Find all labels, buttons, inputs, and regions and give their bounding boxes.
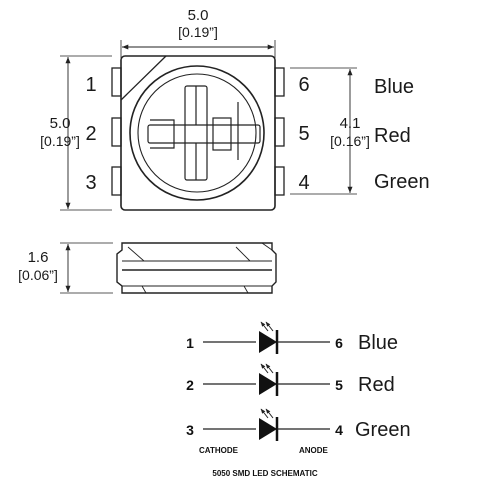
schematic-right-pin-6: 6 — [335, 335, 343, 351]
pad-2 — [111, 117, 122, 147]
lead-frame — [147, 85, 261, 181]
top-width-value: 5.0 — [188, 7, 209, 24]
schematic-color-blue: Blue — [358, 332, 398, 354]
schematic-left-pin-3: 3 — [186, 422, 194, 438]
top-width-inches: [0.19”] — [178, 24, 218, 40]
led-diode-symbol — [259, 331, 277, 353]
pin1-chamfer — [120, 55, 167, 101]
side-body — [116, 242, 277, 294]
left-height-value: 5.0 — [50, 115, 71, 132]
schematic-right-pin-4: 4 — [335, 422, 343, 438]
right-height-inches: [0.16”] — [330, 133, 370, 149]
pin-label-3: 3 — [85, 172, 96, 194]
schematic-left-pin-2: 2 — [186, 377, 194, 393]
pad-1 — [111, 67, 122, 97]
left-height-inches: [0.19”] — [40, 133, 80, 149]
pin-label-6: 6 — [298, 74, 309, 96]
light-emission-arrow — [265, 363, 274, 374]
right-height-value: 4.1 — [340, 115, 361, 132]
side-view — [60, 242, 277, 294]
light-emission-arrow — [260, 408, 269, 419]
schematic-row-blue: 1 6 Blue — [186, 321, 398, 354]
schematic-row-red: 2 5 Red — [186, 363, 395, 396]
light-emission-arrow — [260, 363, 269, 374]
pin-label-2: 2 — [85, 123, 96, 145]
light-emission-arrow — [260, 321, 269, 332]
schematic-right-pin-5: 5 — [335, 377, 343, 393]
pin-label-1: 1 — [85, 74, 96, 96]
schematic-color-green: Green — [355, 419, 411, 441]
lens-outer — [129, 65, 265, 201]
color-label-red: Red — [374, 125, 411, 147]
schematic-color-red: Red — [358, 374, 395, 396]
light-emission-arrow — [265, 321, 274, 332]
pad-3 — [111, 166, 122, 196]
pad-4 — [274, 166, 285, 196]
led-diode-symbol — [259, 418, 277, 440]
top-view — [60, 40, 357, 211]
color-label-green: Green — [374, 171, 430, 193]
led-diode-symbol — [259, 373, 277, 395]
lens-inner — [137, 73, 257, 193]
schematic: 1 6 Blue 2 5 Red 3 4 Green C — [186, 321, 411, 478]
color-label-blue: Blue — [374, 76, 414, 98]
cathode-label: CATHODE — [199, 446, 239, 455]
anode-label: ANODE — [299, 446, 329, 455]
side-height-value: 1.6 — [28, 249, 49, 266]
package-body — [120, 55, 276, 211]
pin-label-4: 4 — [298, 172, 309, 194]
schematic-row-green: 3 4 Green — [186, 408, 411, 441]
side-height-inches: [0.06”] — [18, 267, 58, 283]
schematic-left-pin-1: 1 — [186, 335, 194, 351]
pin-label-5: 5 — [298, 123, 309, 145]
pad-6 — [274, 67, 285, 97]
schematic-title: 5050 SMD LED SCHEMATIC — [212, 469, 317, 478]
light-emission-arrow — [265, 408, 274, 419]
pad-5 — [274, 117, 285, 147]
